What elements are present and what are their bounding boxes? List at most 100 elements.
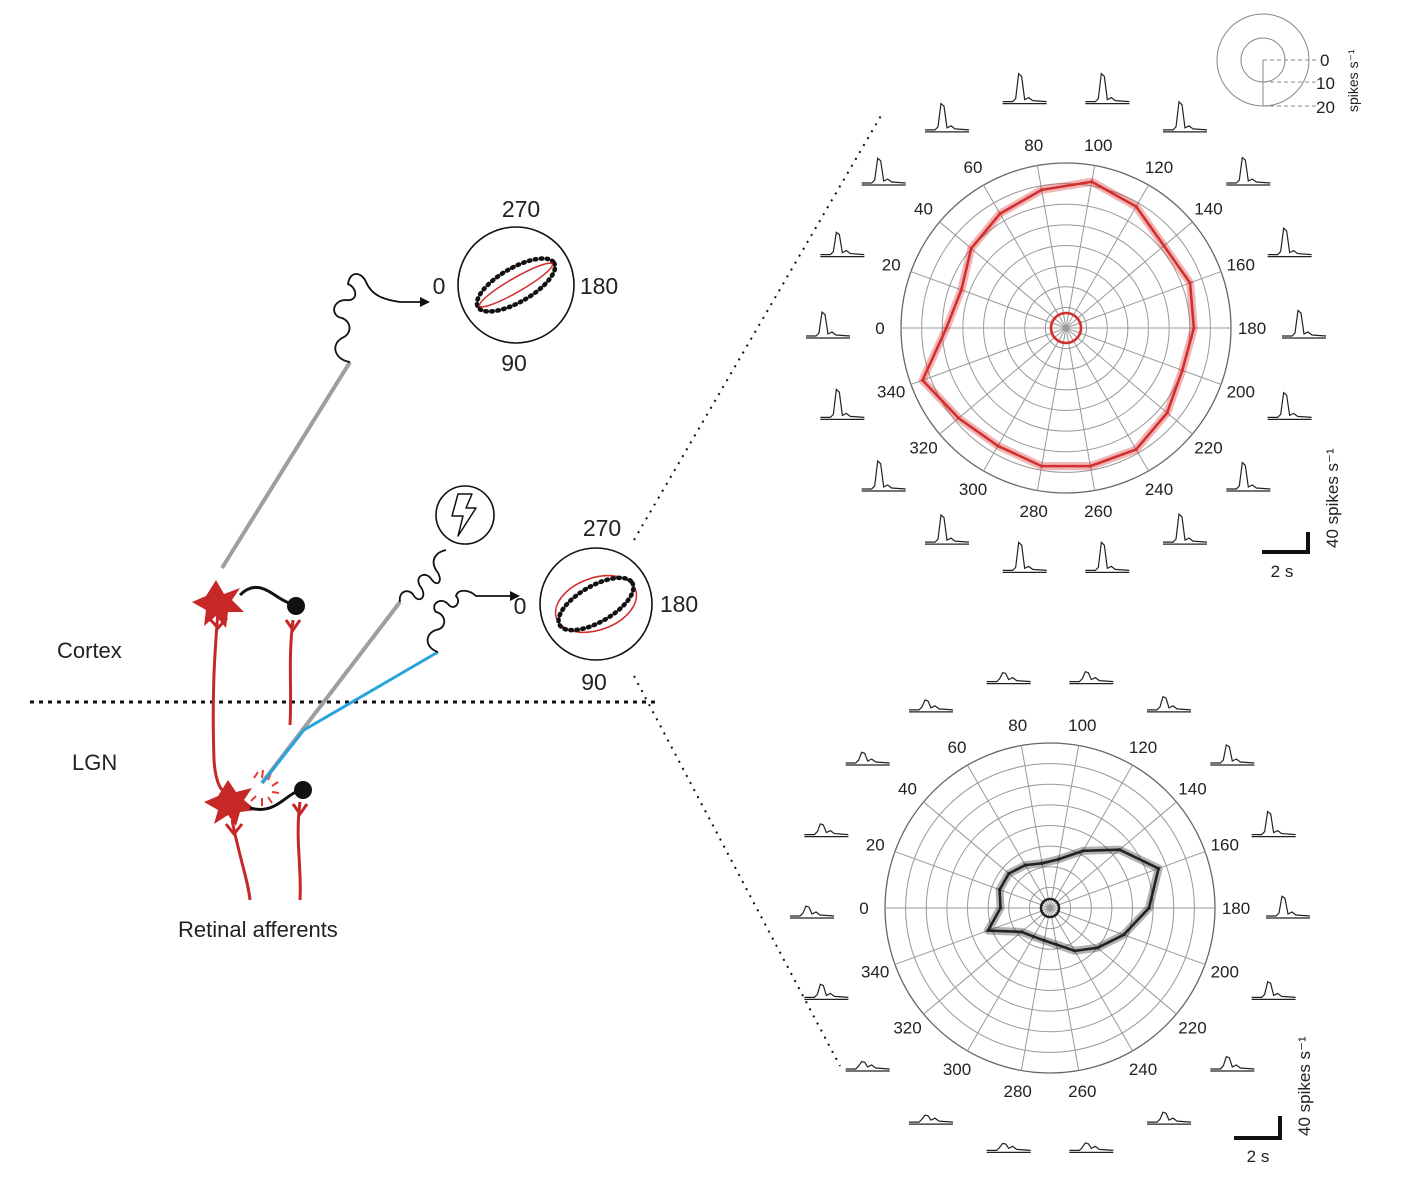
data-point (1088, 464, 1092, 468)
psth-thumbnail (861, 157, 906, 186)
legend-unit-label: spikes s⁻¹ (1345, 49, 1361, 112)
polar-spoke (939, 221, 1067, 329)
data-point (1023, 863, 1027, 867)
psth-thumbnail (845, 751, 890, 766)
polar-spoke (923, 907, 1051, 1015)
psth-thumbnail (1147, 695, 1192, 713)
series-error-band (983, 845, 1163, 955)
legend-tick-10: 10 (1316, 74, 1335, 93)
psth-thumbnail (1251, 810, 1296, 838)
polar-spoke (1049, 907, 1133, 1052)
psth-thumbnail (925, 102, 970, 133)
psth-thumbnail (790, 905, 835, 919)
psth-thumbnail (909, 1114, 954, 1125)
psth-thumbnail (925, 513, 970, 545)
lgn-relay-neuron (204, 780, 256, 901)
polar-spoke (1049, 907, 1206, 965)
psth-thumbnail (820, 388, 865, 421)
data-point (1147, 906, 1151, 910)
angle-label: 160 (1227, 255, 1255, 274)
psth-thumbnail (1226, 461, 1271, 492)
psth-thumbnail (1085, 72, 1130, 105)
angle-label: 320 (909, 439, 937, 458)
data-point (996, 444, 1000, 448)
data-point (944, 326, 948, 330)
angle-label: 200 (1211, 963, 1239, 982)
scale-bar-lower (1234, 1116, 1282, 1140)
upper-dial-label-0: 0 (433, 273, 446, 299)
angle-label: 140 (1194, 199, 1222, 218)
scale-y-lower: 40 spikes s⁻¹ (1295, 1036, 1314, 1136)
angle-label: 40 (914, 199, 933, 218)
stimulator (435, 485, 495, 545)
lower-dial-label-270: 270 (583, 515, 621, 541)
polar-spoke (1065, 271, 1222, 329)
cortical-lead-wire (333, 273, 430, 363)
angle-label: 80 (1024, 136, 1043, 155)
angle-label: 280 (1020, 502, 1048, 521)
data-point (1042, 938, 1046, 943)
angle-label: 240 (1145, 480, 1173, 499)
psth-thumbnail (1163, 100, 1208, 133)
angle-label: 340 (877, 383, 905, 402)
psth-thumbnail (1251, 980, 1296, 1001)
psth-thumbnail (1266, 895, 1311, 919)
upper-orientation-dial (457, 226, 575, 344)
angle-label: 80 (1008, 716, 1027, 735)
baseline-circle (1039, 897, 1061, 919)
angle-label: 220 (1178, 1019, 1206, 1038)
angle-label: 200 (1227, 383, 1255, 402)
psth-thumbnail (1267, 391, 1312, 421)
stimulation-lead-wire (398, 549, 447, 603)
angle-label: 60 (964, 158, 983, 177)
data-point (998, 888, 1002, 892)
data-point (1040, 188, 1044, 192)
polar-spoke (910, 327, 1067, 385)
data-point (1019, 930, 1024, 934)
psth-thumbnail (861, 459, 906, 492)
psth-thumbnail (1282, 309, 1327, 339)
data-point (1081, 849, 1085, 853)
data-point (956, 416, 961, 420)
polar-spoke (1036, 327, 1067, 491)
data-point (1056, 857, 1061, 861)
polar-spoke (1065, 327, 1096, 491)
angle-label: 0 (859, 899, 868, 918)
polar-spoke (894, 907, 1051, 965)
polar-spoke (1020, 907, 1051, 1071)
polar-spoke (983, 184, 1067, 329)
data-point (1040, 861, 1044, 865)
polar-spoke (1049, 801, 1177, 909)
data-point (1188, 281, 1192, 285)
psth-thumbnail (804, 823, 849, 838)
legend-tick-0: 0 (1320, 51, 1329, 70)
psth-thumbnail (806, 310, 851, 339)
polar-spoke (1065, 184, 1149, 329)
polar-spoke (1065, 327, 1149, 472)
data-point (1040, 464, 1044, 468)
polar-spoke (967, 764, 1051, 909)
cortex-label: Cortex (57, 638, 122, 663)
cortical-neuron (192, 580, 244, 791)
angle-label: 280 (1004, 1082, 1032, 1101)
data-point (1007, 871, 1011, 876)
angle-label: 20 (866, 835, 885, 854)
psth-thumbnail (1147, 1111, 1192, 1125)
angle-label: 320 (893, 1019, 921, 1038)
polar-spoke (923, 801, 1051, 909)
legend-tick-20: 20 (1316, 98, 1335, 117)
polar-spoke (939, 327, 1067, 435)
data-point (1134, 447, 1138, 452)
angle-label: 240 (1129, 1060, 1157, 1079)
data-point (1122, 933, 1126, 937)
polar-spoke (967, 907, 1051, 1052)
lower-dial-label-0: 0 (514, 593, 527, 619)
cortical-recording-electrode (220, 360, 352, 570)
lgn-recording-electrode (260, 650, 439, 784)
data-point (998, 212, 1002, 216)
lower-dial-label-180: 180 (660, 591, 698, 617)
data-point (1090, 180, 1094, 184)
